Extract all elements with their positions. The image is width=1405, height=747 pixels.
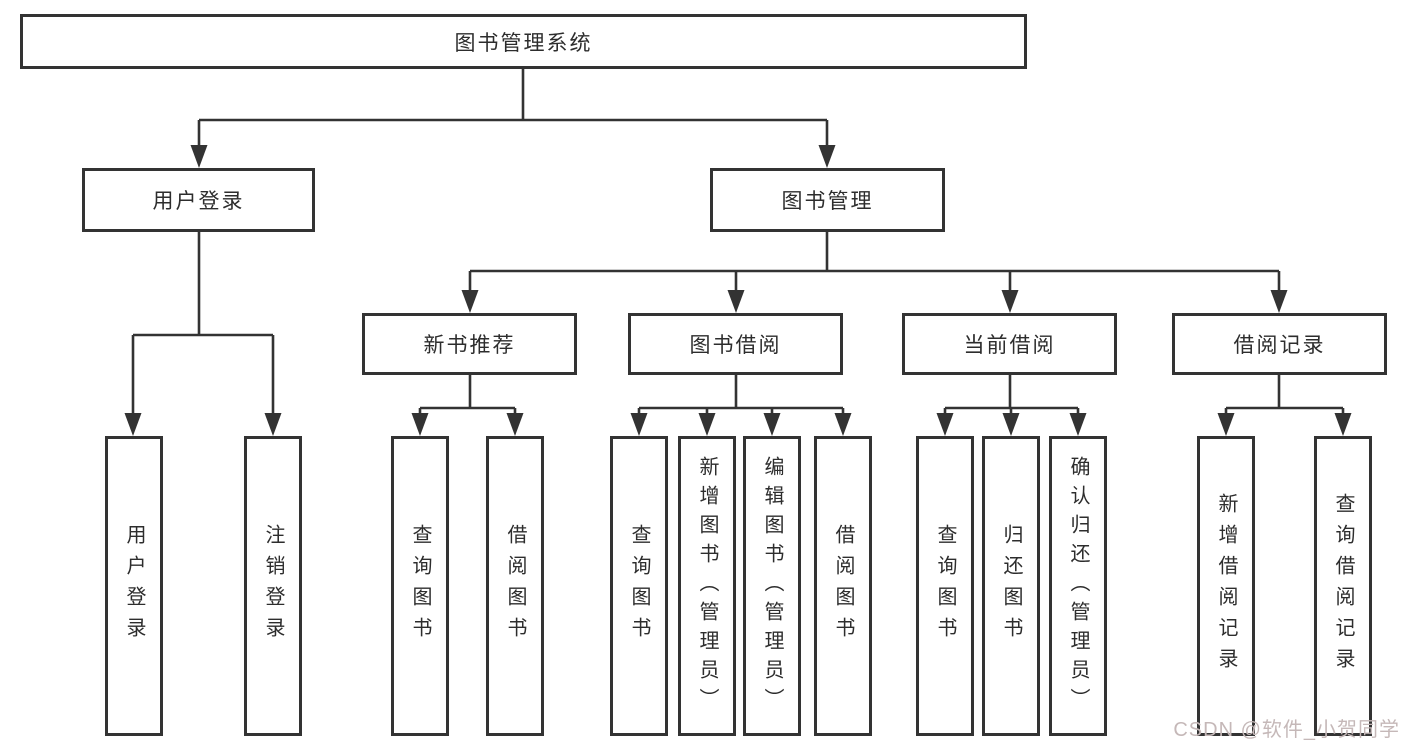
node-book-management-branch: 图书管理 — [710, 168, 945, 232]
leaf-user-login: 用户登录 — [105, 436, 163, 736]
leaf-label: 查询图书 — [628, 524, 650, 648]
leaf-add-borrow-record: 新增借阅记录 — [1197, 436, 1255, 736]
leaf-label: 确认归还（管理员） — [1067, 455, 1089, 717]
leaf-label: 归还图书 — [1000, 524, 1022, 648]
leaf-query-borrow-record: 查询借阅记录 — [1314, 436, 1372, 736]
leaf-label: 查询借阅记录 — [1332, 493, 1354, 679]
leaf-logout: 注销登录 — [244, 436, 302, 736]
leaf-query-books-recommend: 查询图书 — [391, 436, 449, 736]
node-borrowing-records: 借阅记录 — [1172, 313, 1387, 375]
leaf-edit-book-admin: 编辑图书（管理员） — [743, 436, 801, 736]
leaf-label: 用户登录 — [123, 524, 145, 648]
leaf-label: 借阅图书 — [504, 524, 526, 648]
node-user-login-branch: 用户登录 — [82, 168, 315, 232]
leaf-query-books-borrowing: 查询图书 — [610, 436, 668, 736]
csdn-watermark: CSDN @软件_小贺同学 — [1173, 719, 1400, 741]
leaf-confirm-return-admin: 确认归还（管理员） — [1049, 436, 1107, 736]
node-current-borrowing: 当前借阅 — [902, 313, 1117, 375]
leaf-label: 新增借阅记录 — [1215, 493, 1237, 679]
leaf-borrow-books-borrowing: 借阅图书 — [814, 436, 872, 736]
leaf-label: 查询图书 — [409, 524, 431, 648]
leaf-label: 编辑图书（管理员） — [761, 455, 783, 717]
leaf-query-books-current: 查询图书 — [916, 436, 974, 736]
node-book-borrowing: 图书借阅 — [628, 313, 843, 375]
node-new-book-recommendation: 新书推荐 — [362, 313, 577, 375]
leaf-label: 注销登录 — [262, 524, 284, 648]
leaf-label: 查询图书 — [934, 524, 956, 648]
leaf-borrow-books-recommend: 借阅图书 — [486, 436, 544, 736]
leaf-add-book-admin: 新增图书（管理员） — [678, 436, 736, 736]
leaf-label: 借阅图书 — [832, 524, 854, 648]
leaf-return-book: 归还图书 — [982, 436, 1040, 736]
node-library-management-system: 图书管理系统 — [20, 14, 1027, 69]
leaf-label: 新增图书（管理员） — [696, 455, 718, 717]
